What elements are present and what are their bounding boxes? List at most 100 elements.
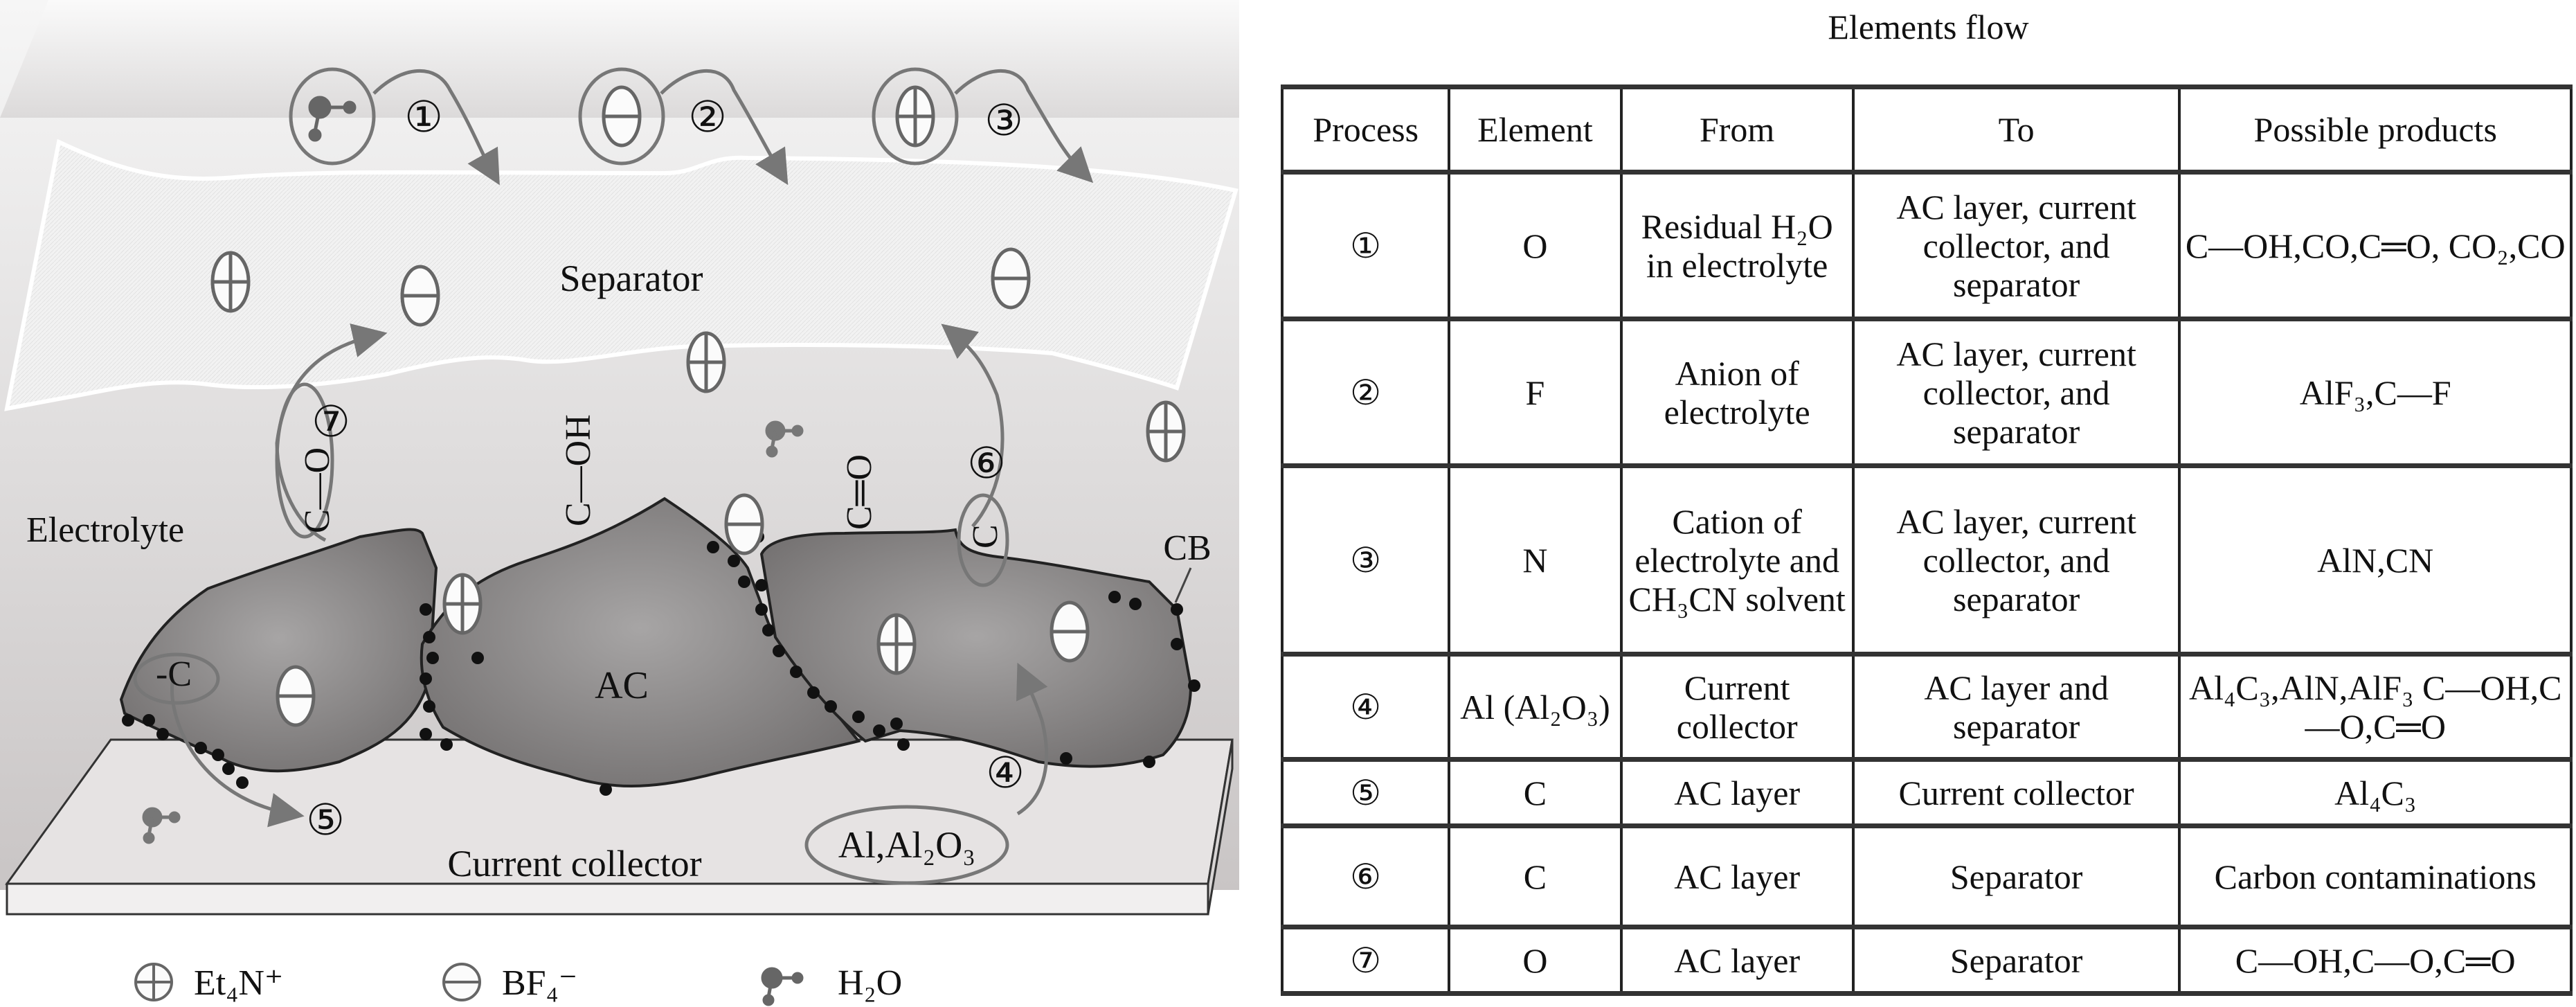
header-element: Element [1448,84,1623,175]
cation-plus-icon [442,573,483,635]
ac-particle-left [119,528,438,773]
cell-products: AlN,CN [2178,463,2573,657]
anion-minus-icon [276,665,316,727]
cell-to: Separator [1851,925,2181,996]
ac-particle-middle [420,497,861,787]
cell-from: Residual H₂O in electrolyte [1619,170,1855,321]
cation-plus-icon [134,963,173,1001]
anion-minus-icon [442,963,481,1001]
cell-from: Current collector [1619,652,1855,762]
cell-from: Anion of electrolyte [1619,317,1855,468]
cell-to: AC layer, current collector, and separat… [1851,463,2181,657]
supercapacitor-schematic: ① ② ③ ⑦ ⑥ ④ ⑤ Separator Electrolyte AC C… [0,0,1239,1006]
cell-to: Separator [1851,823,2181,929]
ac-label: AC [595,664,649,707]
process-marker-1: ① [404,94,443,141]
cell-element: C [1448,757,1623,828]
species-ovals [133,67,1009,885]
current-collector-label: Current collector [447,843,701,884]
cell-element: N [1448,463,1623,657]
cell-process: ① [1280,170,1451,321]
cell-products: AlF₃,C—F [2178,317,2573,468]
cell-from: AC layer [1619,925,1855,996]
table-row: ④ Al (Al₂O₃) Current collector AC layer … [1280,652,2573,762]
table-row: ⑤ C AC layer Current collector Al₄C₃ [1280,757,2573,828]
elements-flow-table: Process Element From To Possible product… [1280,84,2573,996]
anion-minus-icon [602,85,642,148]
header-process: Process [1280,84,1451,175]
water-molecule-icon [308,96,357,142]
cell-process: ⑤ [1280,757,1451,828]
anion-minus-icon [400,265,440,327]
table-header-row: Process Element From To Possible product… [1280,84,2573,175]
cation-plus-icon [876,613,917,675]
cell-to: AC layer and separator [1851,652,2181,762]
cation-plus-icon [686,331,726,393]
water-molecule-icon [142,807,181,844]
c-surface-label: -C [156,654,192,694]
anion-minus-icon [1050,600,1090,663]
cb-pointer [1174,567,1192,603]
process-marker-7: ⑦ [312,399,350,446]
header-from: From [1619,84,1855,175]
process-marker-4: ④ [986,750,1025,797]
separator-sheet [4,139,1239,411]
cell-element: O [1448,170,1623,321]
cell-products: Al₄C₃,AlN,AlF₃ C—OH,C—O,C═O [2178,652,2573,762]
cell-products: C—OH,C—O,C═O [2178,925,2573,996]
cell-to: Current collector [1851,757,2181,828]
c-group: C [966,524,1005,549]
top-face [0,0,1239,118]
cell-process: ⑦ [1280,925,1451,996]
anion-minus-icon [724,493,764,555]
current-collector-front [6,882,1209,916]
cell-element: Al (Al₂O₃) [1448,652,1623,762]
ac-particle-right [759,528,1193,768]
cb-label: CB [1163,528,1211,568]
c-double-o-group: C═O [840,454,879,530]
anion-minus-icon [991,247,1031,310]
cell-process: ③ [1280,463,1451,657]
legend: Et₄N⁺ BF₄⁻ H₂O [134,963,902,1006]
cell-to: AC layer, current collector, and separat… [1851,317,2181,468]
water-molecule-icon [761,967,804,1006]
process-marker-6: ⑥ [967,440,1006,488]
cation-plus-icon [1146,400,1186,463]
process-marker-5: ⑤ [306,797,345,844]
table-title: Elements flow [1828,8,2029,46]
al-al2o3-label: Al,Al₂O₃ [838,824,975,866]
c-o-group: C—O [298,447,337,533]
cell-products: Al₄C₃ [2178,757,2573,828]
cell-process: ② [1280,317,1451,468]
table-row: ⑦ O AC layer Separator C—OH,C—O,C═O [1280,925,2573,996]
cell-from: Cation of electrolyte and CH₃CN solvent [1619,463,1855,657]
cell-products: C—OH,CO,C═O, CO₂,CO [2178,170,2573,321]
header-products: Possible products [2178,84,2573,175]
legend-label-anion: BF₄⁻ [502,963,577,1003]
process-marker-3: ③ [984,98,1023,145]
cell-element: F [1448,317,1623,468]
cell-process: ④ [1280,652,1451,762]
table-row: ⑥ C AC layer Separator Carbon contaminat… [1280,823,2573,929]
current-collector-side [1207,739,1234,915]
cell-element: C [1448,823,1623,929]
cell-from: AC layer [1619,757,1855,828]
cation-plus-icon [895,85,935,148]
c-oh-group: C—OH [559,414,598,526]
electrolyte-label: Electrolyte [26,510,184,550]
cell-process: ⑥ [1280,823,1451,929]
header-to: To [1851,84,2181,175]
cell-products: Carbon contaminations [2178,823,2573,929]
table-row: ② F Anion of electrolyte AC layer, curre… [1280,317,2573,468]
cell-element: O [1448,925,1623,996]
carbon-black-particles [122,531,1200,796]
legend-label-cation: Et₄N⁺ [194,963,283,1003]
table-row: ③ N Cation of electrolyte and CH₃CN solv… [1280,463,2573,657]
process-marker-2: ② [688,94,727,141]
cation-plus-icon [210,251,251,313]
water-molecule-icon [765,420,804,458]
separator-label: Separator [560,258,703,299]
cell-from: AC layer [1619,823,1855,929]
cell-to: AC layer, current collector, and separat… [1851,170,2181,321]
table-row: ① O Residual H₂O in electrolyte AC layer… [1280,170,2573,321]
